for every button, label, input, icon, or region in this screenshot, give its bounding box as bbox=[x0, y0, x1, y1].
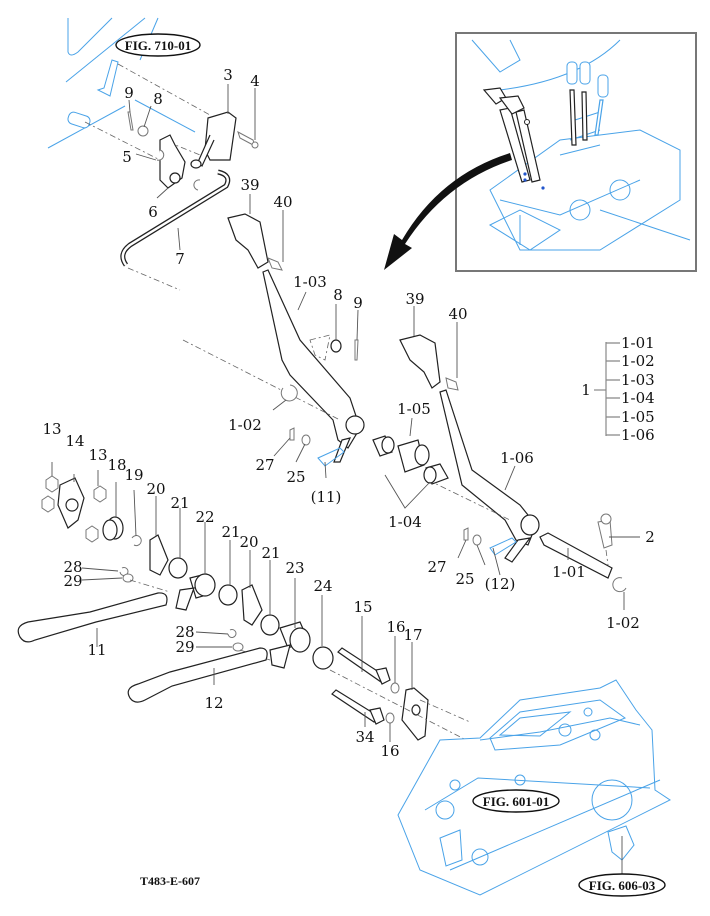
housing-context bbox=[397, 679, 671, 896]
callout-12[interactable]: 12 bbox=[204, 694, 223, 712]
callout-27[interactable]: 27 bbox=[255, 456, 274, 474]
lever-1-06 bbox=[289, 334, 627, 593]
callout-20[interactable]: 20 bbox=[146, 480, 165, 498]
legend-child: 1-01 bbox=[621, 334, 655, 352]
callout-1-02[interactable]: 1-02 bbox=[228, 416, 262, 434]
callout-20[interactable]: 20 bbox=[239, 533, 258, 551]
callout-40[interactable]: 40 bbox=[273, 193, 292, 211]
callout-28[interactable]: 28 bbox=[63, 558, 82, 576]
callout-9[interactable]: 9 bbox=[353, 294, 363, 312]
legend-parent: 1 bbox=[581, 381, 591, 399]
callout-21[interactable]: 21 bbox=[170, 494, 189, 512]
callout-16[interactable]: 16 bbox=[386, 618, 405, 636]
callout-1-04[interactable]: 1-04 bbox=[388, 513, 422, 531]
callout-7[interactable]: 7 bbox=[175, 250, 185, 268]
callout-29[interactable]: 29 bbox=[175, 638, 194, 656]
callout-23[interactable]: 23 bbox=[285, 559, 304, 577]
figure-ref-710-01[interactable]: FIG. 710-01 bbox=[115, 33, 201, 57]
callout-16[interactable]: 16 bbox=[380, 742, 399, 760]
callout-1-06[interactable]: 1-06 bbox=[500, 449, 534, 467]
callout-27[interactable]: 27 bbox=[427, 558, 446, 576]
callout-21[interactable]: 21 bbox=[221, 523, 240, 541]
callout-1-05[interactable]: 1-05 bbox=[397, 400, 431, 418]
callout-18[interactable]: 18 bbox=[107, 456, 126, 474]
lower-linkage-parts bbox=[17, 475, 334, 703]
callout-40[interactable]: 40 bbox=[448, 305, 467, 323]
callout-5[interactable]: 5 bbox=[122, 148, 132, 166]
figure-ref-label: FIG. 601-01 bbox=[483, 794, 549, 809]
callout-25[interactable]: 25 bbox=[455, 570, 474, 588]
callout-12-ref[interactable]: (12) bbox=[485, 575, 516, 593]
figure-ref-label: FIG. 710-01 bbox=[125, 38, 191, 53]
callout-28[interactable]: 28 bbox=[175, 623, 194, 641]
stud-parts bbox=[329, 647, 471, 743]
callout-39[interactable]: 39 bbox=[240, 176, 259, 194]
callout-8[interactable]: 8 bbox=[153, 90, 163, 108]
inset-overview bbox=[455, 32, 697, 272]
callout-22[interactable]: 22 bbox=[195, 508, 214, 526]
callout-25[interactable]: 25 bbox=[286, 468, 305, 486]
legend-child: 1-03 bbox=[621, 371, 655, 389]
callout-1-02[interactable]: 1-02 bbox=[606, 614, 640, 632]
callout-11[interactable]: 11 bbox=[87, 641, 106, 659]
callout-9[interactable]: 9 bbox=[124, 84, 134, 102]
callout-1-03[interactable]: 1-03 bbox=[293, 273, 327, 291]
callout-21[interactable]: 21 bbox=[261, 544, 280, 562]
drawing-code: T483-E-607 bbox=[140, 874, 200, 888]
assembly-legend: 1 1-01 1-02 1-03 1-04 1-05 1-06 bbox=[581, 334, 654, 444]
callout-11-ref[interactable]: (11) bbox=[311, 488, 342, 506]
legend-child: 1-02 bbox=[621, 352, 655, 370]
callout-34[interactable]: 34 bbox=[355, 728, 374, 746]
legend-child: 1-04 bbox=[621, 389, 655, 407]
figure-ref-606-03[interactable]: FIG. 606-03 bbox=[578, 836, 666, 897]
callout-39[interactable]: 39 bbox=[405, 290, 424, 308]
callout-1-01[interactable]: 1-01 bbox=[552, 563, 586, 581]
figure-ref-601-01[interactable]: FIG. 601-01 bbox=[472, 789, 560, 813]
callout-17[interactable]: 17 bbox=[403, 626, 422, 644]
callout-6[interactable]: 6 bbox=[148, 203, 158, 221]
callout-labels: 3 4 9 8 5 6 7 39 40 1-03 8 9 39 40 1-02 … bbox=[42, 66, 654, 760]
legend-child: 1-05 bbox=[621, 408, 655, 426]
callout-2[interactable]: 2 bbox=[645, 528, 655, 546]
callout-14[interactable]: 14 bbox=[65, 432, 84, 450]
legend-child: 1-06 bbox=[621, 426, 655, 444]
figure-ref-label: FIG. 606-03 bbox=[589, 878, 656, 893]
callout-8[interactable]: 8 bbox=[333, 286, 343, 304]
callout-leaders bbox=[51, 84, 640, 742]
callout-13[interactable]: 13 bbox=[88, 446, 107, 464]
arrow-inset-to-detail bbox=[384, 153, 512, 270]
callout-24[interactable]: 24 bbox=[313, 577, 332, 595]
upper-linkage-parts bbox=[84, 63, 259, 291]
lever-1-03 bbox=[182, 213, 365, 463]
callout-13[interactable]: 13 bbox=[42, 420, 61, 438]
callout-3[interactable]: 3 bbox=[223, 66, 233, 84]
callout-29[interactable]: 29 bbox=[63, 572, 82, 590]
callout-15[interactable]: 15 bbox=[353, 598, 372, 616]
callout-4[interactable]: 4 bbox=[250, 72, 260, 90]
callout-19[interactable]: 19 bbox=[124, 466, 143, 484]
